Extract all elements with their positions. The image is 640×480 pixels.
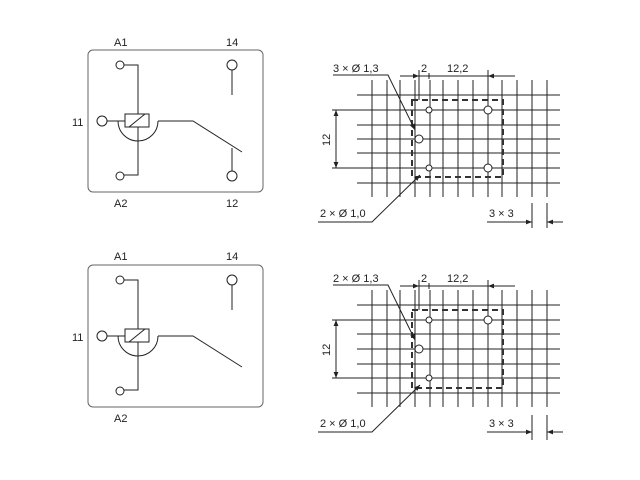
relay-footprint-outline <box>411 309 504 389</box>
terminal-label-a2: A2 <box>114 413 127 425</box>
hole-small <box>425 164 433 172</box>
grid <box>357 80 560 197</box>
terminal-label-11: 11 <box>72 332 83 344</box>
terminal-label-14: 14 <box>226 37 238 49</box>
terminal-a1 <box>115 275 125 285</box>
schematic-lines <box>96 59 243 182</box>
width-dimension: 12,2 <box>447 273 468 285</box>
hole-large <box>483 105 493 115</box>
large-holes-label: 3 × Ø 1,3 <box>333 63 379 75</box>
relay-schematic-bottom: A1 14 11 A2 <box>72 251 264 425</box>
relay-footprint-outline <box>411 99 504 178</box>
small-holes-label: 2 × Ø 1,0 <box>320 418 366 430</box>
width-dimension: 12,2 <box>447 63 468 75</box>
terminal-14 <box>226 59 238 71</box>
terminal-a2 <box>115 171 125 181</box>
hole-small <box>425 316 433 324</box>
terminal-label-12: 12 <box>226 198 238 210</box>
terminal-a2 <box>115 386 125 396</box>
terminal-12 <box>226 170 238 182</box>
terminal-label-11: 11 <box>72 117 83 129</box>
hole-small <box>425 374 433 382</box>
grid-pitch-label: 3 × 3 <box>489 208 514 220</box>
pcb-layout-top: 3 × Ø 1,3 2 12,2 12 2 × Ø 1,0 3 × 3 <box>318 63 563 228</box>
height-dimension: 12 <box>321 134 333 146</box>
hole-small <box>425 106 433 114</box>
height-dimension: 12 <box>321 344 333 356</box>
relay-schematic-top: A1 14 11 A2 12 <box>72 37 264 210</box>
hole-large <box>414 134 424 144</box>
schematic-lines <box>96 274 243 396</box>
grid <box>357 290 560 407</box>
dimensions <box>318 280 563 440</box>
grid-pitch-label: 3 × 3 <box>489 418 514 430</box>
terminal-11 <box>96 115 108 127</box>
terminal-14 <box>226 274 238 286</box>
terminal-11 <box>96 330 108 342</box>
terminal-label-a2: A2 <box>114 198 127 210</box>
pcb-layout-bottom: 2 × Ø 1,3 2 12,2 12 2 × Ø 1,0 3 × 3 <box>318 273 563 440</box>
terminal-label-a1: A1 <box>114 251 127 263</box>
small-holes-label: 2 × Ø 1,0 <box>320 208 366 220</box>
terminal-label-a1: A1 <box>114 37 127 49</box>
large-holes-label: 2 × Ø 1,3 <box>333 273 379 285</box>
relay-outline <box>87 49 264 193</box>
offset-dimension: 2 <box>421 273 427 285</box>
terminal-label-14: 14 <box>226 251 238 263</box>
relay-outline <box>87 264 264 408</box>
hole-large <box>483 315 493 325</box>
hole-large <box>414 344 424 354</box>
hole-large <box>483 163 493 173</box>
offset-dimension: 2 <box>421 63 427 75</box>
terminal-a1 <box>115 60 125 70</box>
dimensions <box>318 70 563 228</box>
